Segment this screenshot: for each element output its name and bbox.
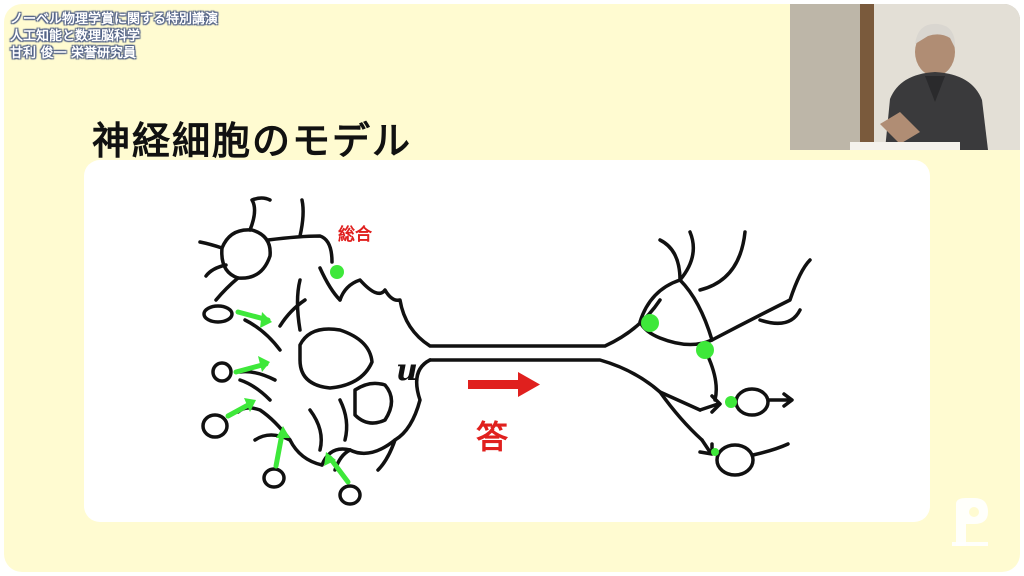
left-neuron-membrane [338, 278, 662, 348]
presynaptic-body-1 [202, 304, 234, 324]
synapse-right-2 [696, 341, 714, 359]
caption-line-2: 人工知能と数理脳科学 [10, 29, 141, 44]
right-neuron-small-2 [715, 443, 755, 477]
channel-logo-icon [952, 498, 988, 546]
speaker-image [790, 4, 1020, 150]
inner-soma-3 [338, 398, 349, 442]
label-u: u [396, 353, 418, 388]
caption-line-3: 甘利 俊一 栄誉研究員 [10, 46, 137, 61]
synapse-right-3 [725, 396, 737, 408]
presynaptic-body-3 [201, 413, 229, 439]
presynaptic-body-4 [262, 467, 286, 489]
inner-soma-2 [353, 381, 394, 425]
output-arrow [468, 372, 540, 397]
input-arrow-3 [225, 401, 253, 419]
synapse-top [330, 265, 344, 279]
slide-title: 神経細胞のモデル [92, 119, 413, 163]
caption-line-1: ノーベル物理学賞に関する特別講演 [10, 12, 219, 27]
label-sum: 総合 [338, 224, 373, 245]
diagram-panel [84, 160, 930, 522]
presynaptic-body-5 [338, 484, 362, 506]
right-neuron-small-1 [734, 387, 770, 417]
label-answer: 答 [476, 418, 509, 456]
synapse-right-1 [641, 314, 659, 332]
input-arrow-4 [273, 431, 285, 469]
synapse-right-4 [711, 448, 719, 456]
presynaptic-body-2 [211, 361, 233, 383]
top-presynaptic-neuron [220, 228, 272, 280]
input-arrow-5 [327, 455, 351, 485]
speaker-video [790, 4, 1020, 150]
inner-soma-1 [298, 327, 374, 390]
